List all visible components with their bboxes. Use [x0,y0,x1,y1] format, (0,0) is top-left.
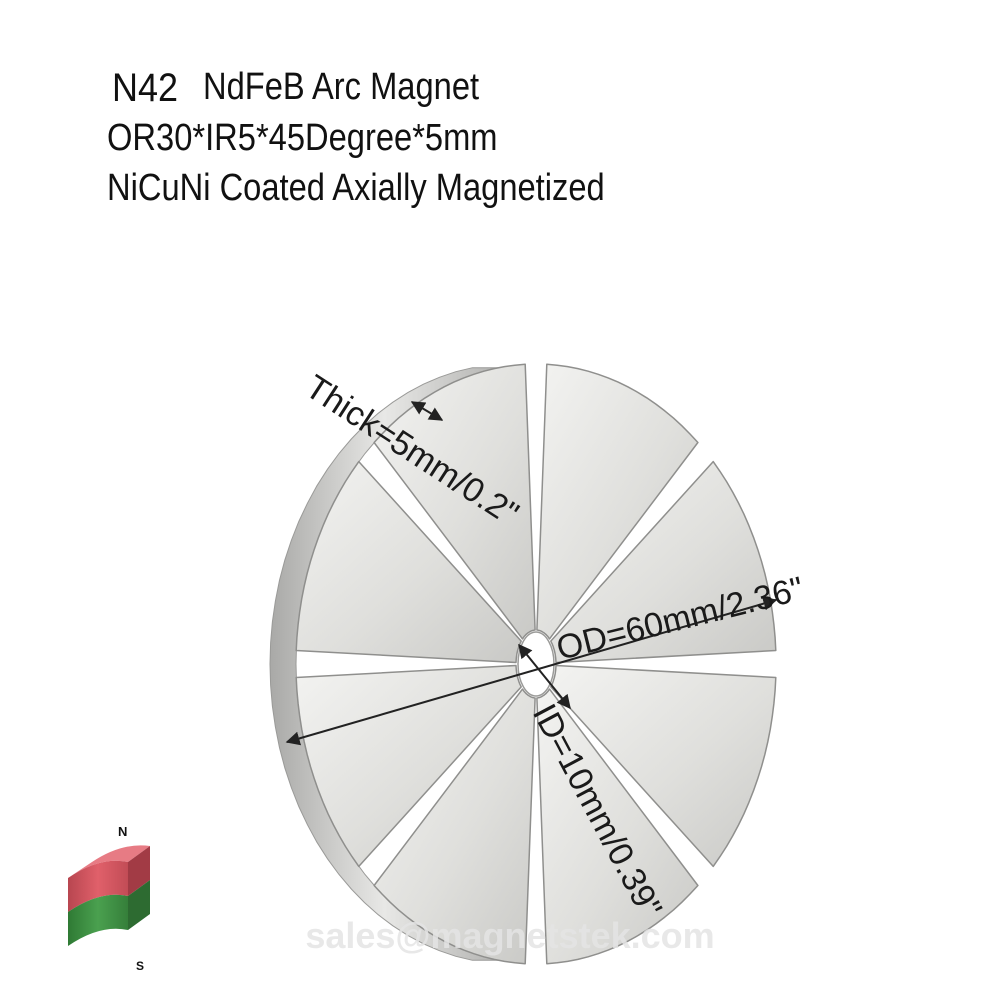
thickness-arrow [410,401,444,421]
product-name: NdFeB Arc Magnet [203,66,480,108]
watermark: sales@magnetstek.com [305,915,714,956]
pole-orientation-icon: N S [68,824,150,973]
product-spec: OR30*IR5*45Degree*5mm [107,117,498,159]
north-pole-label: N [118,824,127,839]
magnet-grade: N42 [112,66,179,110]
coating-info: NiCuNi Coated Axially Magnetized [107,167,605,209]
id-arrow [518,643,571,710]
south-pole-label: S [136,959,144,973]
center-hole [517,631,555,697]
